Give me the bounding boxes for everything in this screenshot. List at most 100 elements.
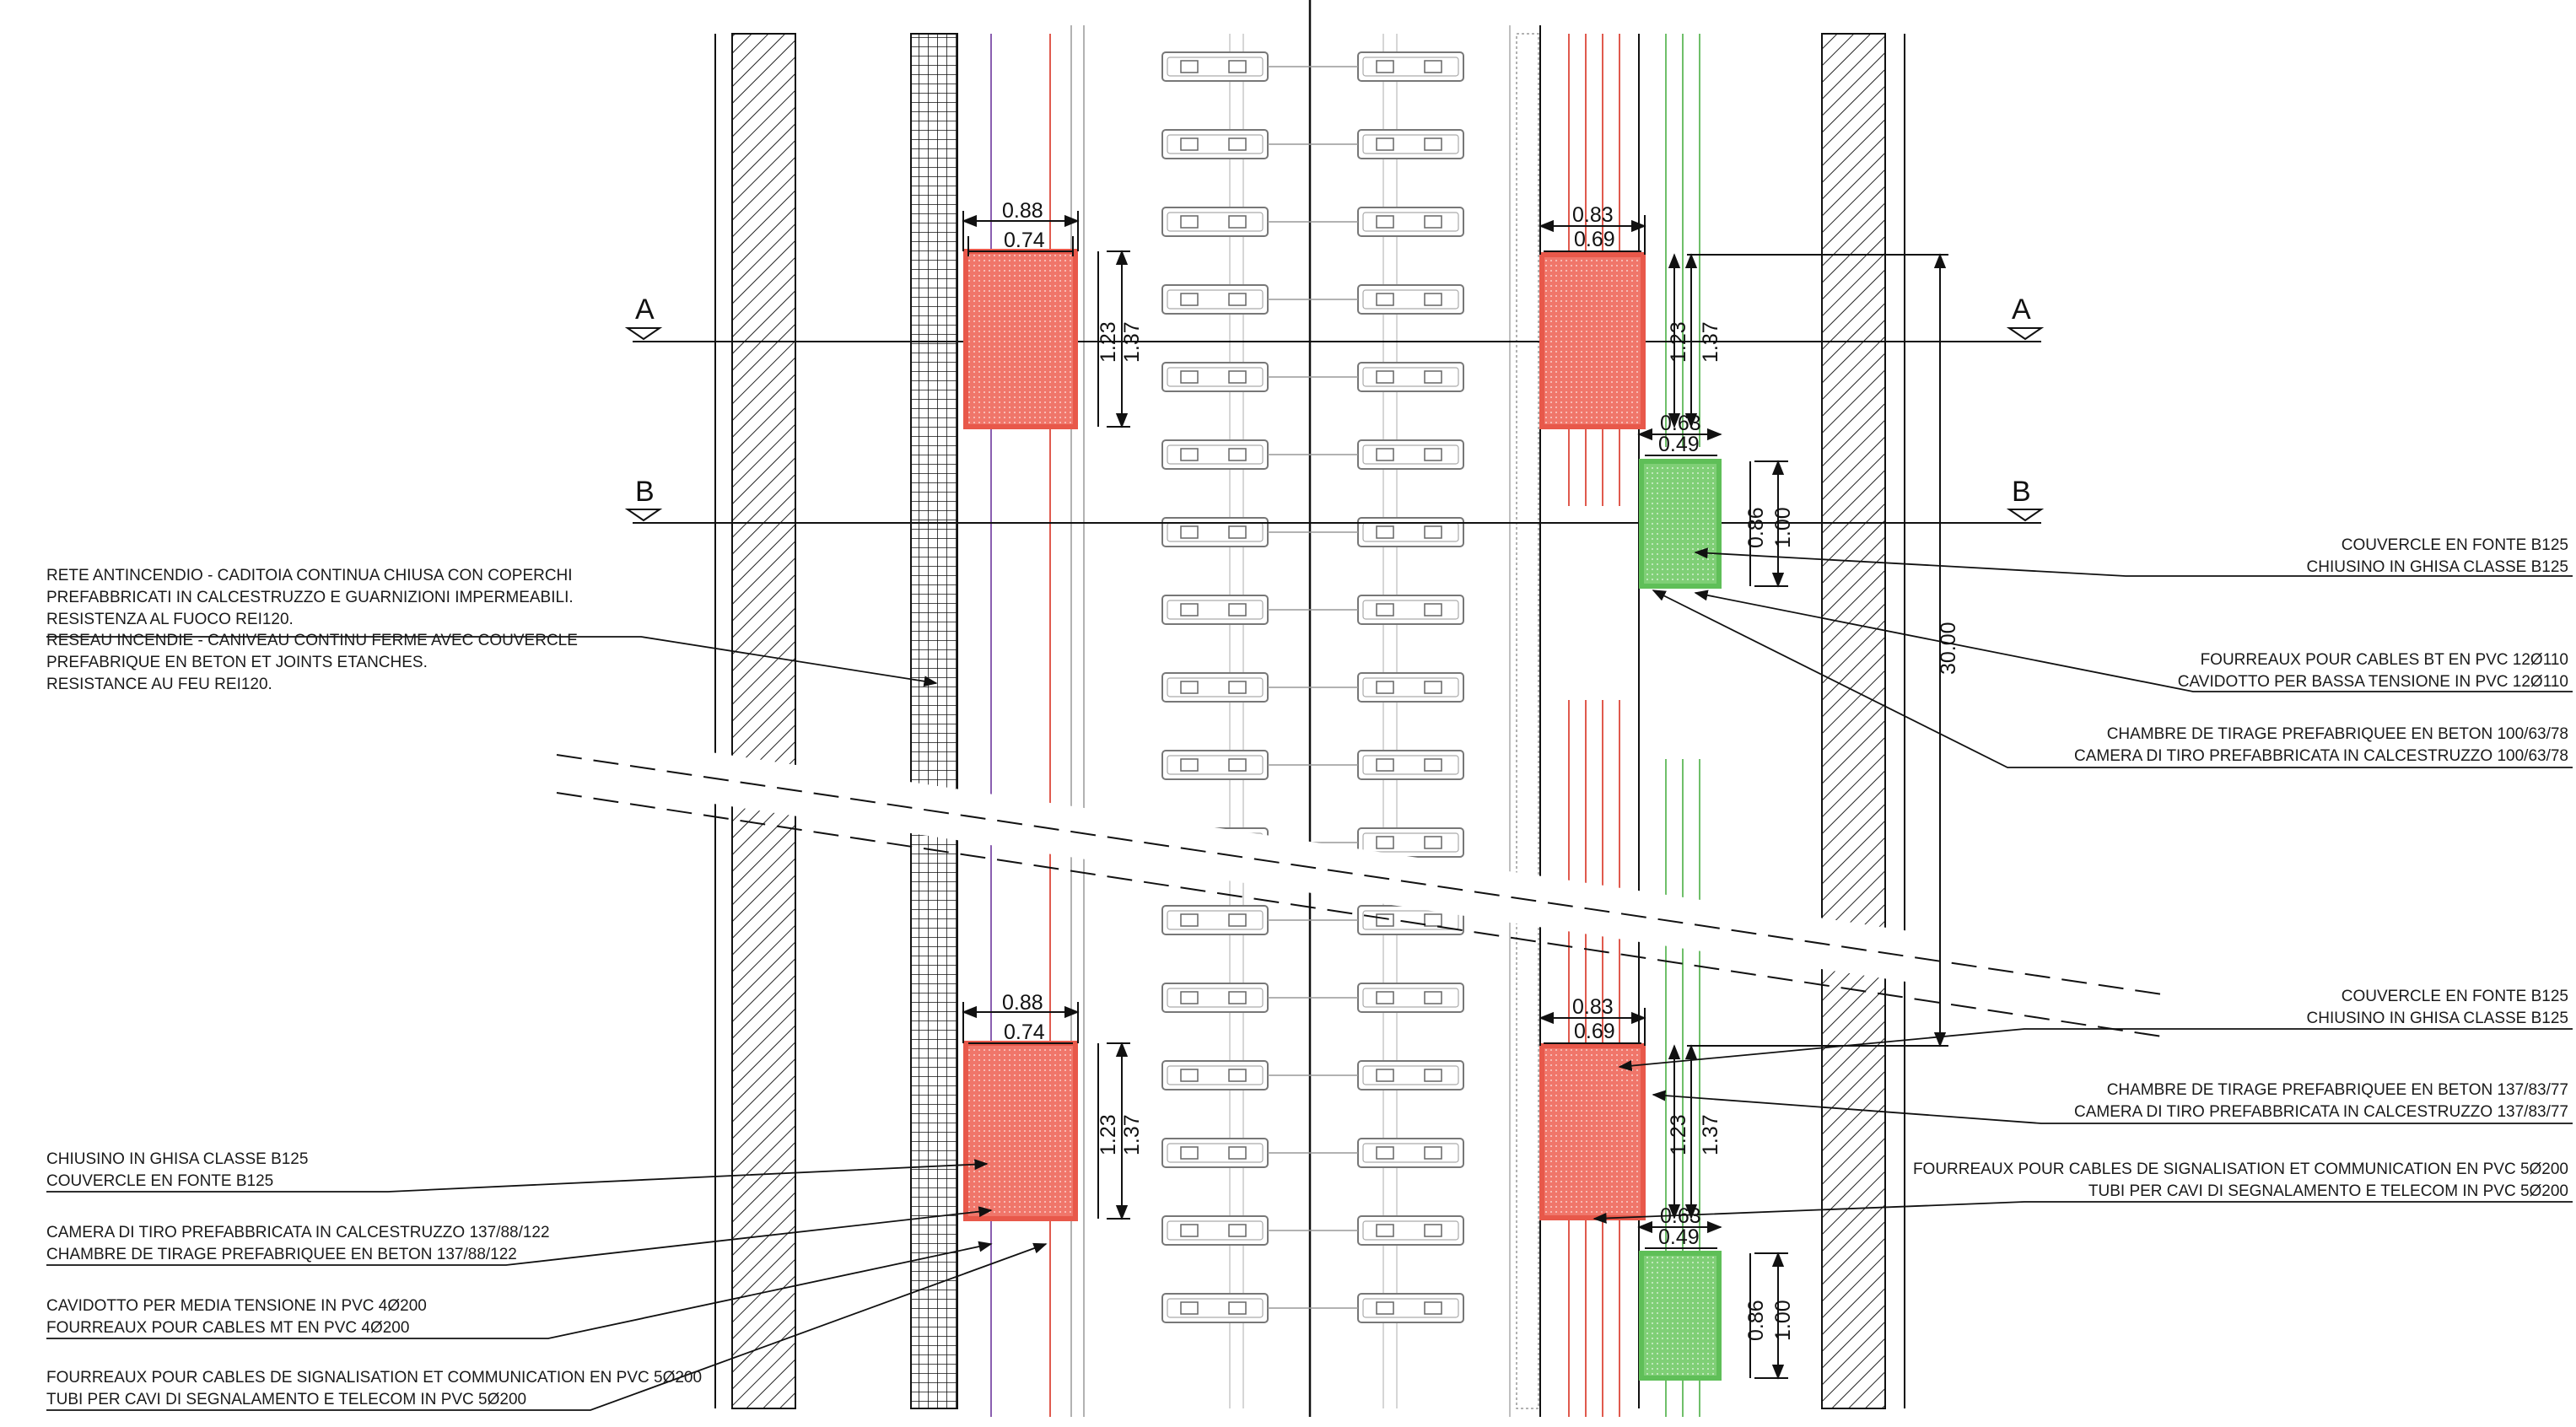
note-line: FOURREAUX POUR CABLES MT EN PVC 4Ø200 [46,1319,409,1337]
section-a-label-right: A [2012,293,2031,326]
section-b-label-right: B [2012,476,2031,508]
dim-label: 0.49 [1658,433,1700,456]
section-a-label-left: A [635,293,655,326]
dim-label: 0.74 [1004,1020,1045,1044]
dim-label: 1.37 [1120,321,1144,363]
dim-label: 0.74 [1004,229,1045,252]
dim-label: 0.86 [1744,507,1768,548]
note-ducts-mt: CAVIDOTTO PER MEDIA TENSIONE IN PVC 4Ø20… [46,1297,427,1337]
dim-label: 0.83 [1572,995,1614,1019]
note-line: CHIUSINO IN GHISA CLASSE B125 [2307,1010,2568,1027]
left-wall [714,33,796,1409]
right-wall [1821,33,1905,1409]
note-line: TUBI PER CAVI DI SEGNALAMENTO E TELECOM … [46,1391,526,1408]
note-line: RESISTANCE AU FEU REI120. [46,676,272,693]
dim-label: 1.00 [1771,507,1795,548]
sleeper-row [1161,129,1464,159]
dim-label: 1.23 [1097,321,1120,363]
sleeper-row [1161,51,1464,82]
note-chamber-137-122: CAMERA DI TIRO PREFABBRICATA IN CALCESTR… [46,1224,550,1263]
dim-label: 1.23 [1667,321,1690,363]
note-line: FOURREAUX POUR CABLES BT EN PVC 12Ø110 [2201,651,2568,669]
sleeper-row [1161,517,1464,547]
note-line: FOURREAUX POUR CABLES DE SIGNALISATION E… [1913,1160,2568,1178]
dim-label: 1.37 [1120,1114,1144,1155]
note-line: CHAMBRE DE TIRAGE PREFABRIQUEE EN BETON … [2107,1081,2568,1099]
note-line: FOURREAUX POUR CABLES DE SIGNALISATION E… [46,1369,702,1387]
dim-label: 1.37 [1699,321,1722,363]
note-line: CAMERA DI TIRO PREFABBRICATA IN CALCESTR… [46,1224,550,1241]
chamber-red-bottom-right [1539,1043,1646,1220]
break-lines [552,730,2172,1038]
note-line: CHAMBRE DE TIRAGE PREFABRIQUEE EN BETON … [2107,725,2568,743]
fire-channel-grid [910,33,958,1409]
sleeper-row [1161,362,1464,392]
dim-label: 0.83 [1572,203,1614,227]
section-b-label-left: B [635,476,655,508]
note-line: PREFABRIQUE EN BETON ET JOINTS ETANCHES. [46,654,428,671]
section-a: A A [624,293,2045,342]
chamber-green-top [1639,459,1722,589]
note-ducts-bt: FOURREAUX POUR CABLES BT EN PVC 12Ø110 C… [2178,651,2568,691]
note-line: CAMERA DI TIRO PREFABBRICATA IN CALCESTR… [2074,747,2568,765]
dim-label: 1.37 [1699,1114,1722,1155]
dim-label: 0.86 [1744,1300,1768,1341]
dim-label: 1.23 [1097,1114,1120,1155]
sleeper-row [1161,439,1464,470]
dim-label: 0.69 [1574,1020,1615,1043]
sleeper-row [1161,1060,1464,1090]
note-line: CAVIDOTTO PER MEDIA TENSIONE IN PVC 4Ø20… [46,1297,427,1315]
note-line: RETE ANTINCENDIO - CADITOIA CONTINUA CHI… [46,567,573,584]
note-line: COUVERCLE EN FONTE B125 [46,1172,273,1190]
note-line: COUVERCLE EN FONTE B125 [2342,536,2568,554]
sleeper-row [1161,983,1464,1013]
note-line: COUVERCLE EN FONTE B125 [2342,988,2568,1005]
note-line: CHAMBRE DE TIRAGE PREFABRIQUEE EN BETON … [46,1246,517,1263]
section-b: B B [624,476,2045,524]
dim-top-right [1539,215,1948,1047]
dim-bottom-left [962,1002,1130,1220]
chamber-green-bottom [1639,1251,1722,1381]
note-line: TUBI PER CAVI DI SEGNALAMENTO E TELECOM … [2088,1182,2568,1200]
leader-lines [46,547,2573,1411]
note-line: PREFABBRICATI IN CALCESTRUZZO E GUARNIZI… [46,589,574,606]
note-line: RESISTENZA AL FUOCO REI120. [46,611,294,628]
note-line: RESEAU INCENDIE - CANIVEAU CONTINU FERME… [46,632,578,649]
dim-label: 0.88 [1002,199,1043,223]
dim-label: 0.63 [1660,412,1701,435]
chamber-red-bottom-left [963,1041,1078,1221]
track-sleepers [1161,51,1464,1323]
dim-label: 1.00 [1771,1300,1795,1341]
sleeper-row [1161,672,1464,703]
dim-label: 0.49 [1658,1225,1700,1249]
dim-label: 1.23 [1667,1114,1690,1155]
note-ducts-signal-left: FOURREAUX POUR CABLES DE SIGNALISATION E… [46,1369,702,1408]
note-cover-left: CHIUSINO IN GHISA CLASSE B125 COUVERCLE … [46,1150,308,1190]
sleeper-row [1161,1215,1464,1246]
note-cover-top: COUVERCLE EN FONTE B125 CHIUSINO IN GHIS… [2307,536,2568,576]
dim-label: 0.88 [1002,991,1043,1015]
dim-spacing-label: 30.00 [1937,622,1960,675]
sleeper-row [1161,1293,1464,1323]
note-line: CHIUSINO IN GHISA CLASSE B125 [2307,558,2568,576]
dim-label: 0.69 [1574,228,1615,251]
note-line: CAVIDOTTO PER BASSA TENSIONE IN PVC 12Ø1… [2178,673,2568,691]
note-ducts-signal-right: FOURREAUX POUR CABLES DE SIGNALISATION E… [1913,1160,2568,1200]
sleeper-row [1161,1138,1464,1168]
note-chamber-100: CHAMBRE DE TIRAGE PREFABRIQUEE EN BETON … [2074,725,2568,765]
sleeper-row [1161,207,1464,237]
note-line: CHIUSINO IN GHISA CLASSE B125 [46,1150,308,1168]
sleeper-row [1161,750,1464,780]
dim-top-left [962,211,1130,428]
note-line: CAMERA DI TIRO PREFABBRICATA IN CALCESTR… [2074,1103,2568,1121]
chamber-red-top-right [1539,252,1646,429]
sleeper-row [1161,905,1464,935]
dim-bottom-right [1539,1008,1788,1380]
sleeper-row [1161,284,1464,315]
note-cover-bottom: COUVERCLE EN FONTE B125 CHIUSINO IN GHIS… [2307,988,2568,1027]
chamber-red-top-left [963,249,1078,429]
note-chamber-137-77: CHAMBRE DE TIRAGE PREFABRIQUEE EN BETON … [2074,1081,2568,1121]
note-fire-network: RETE ANTINCENDIO - CADITOIA CONTINUA CHI… [46,567,578,693]
sleeper-row [1161,595,1464,625]
